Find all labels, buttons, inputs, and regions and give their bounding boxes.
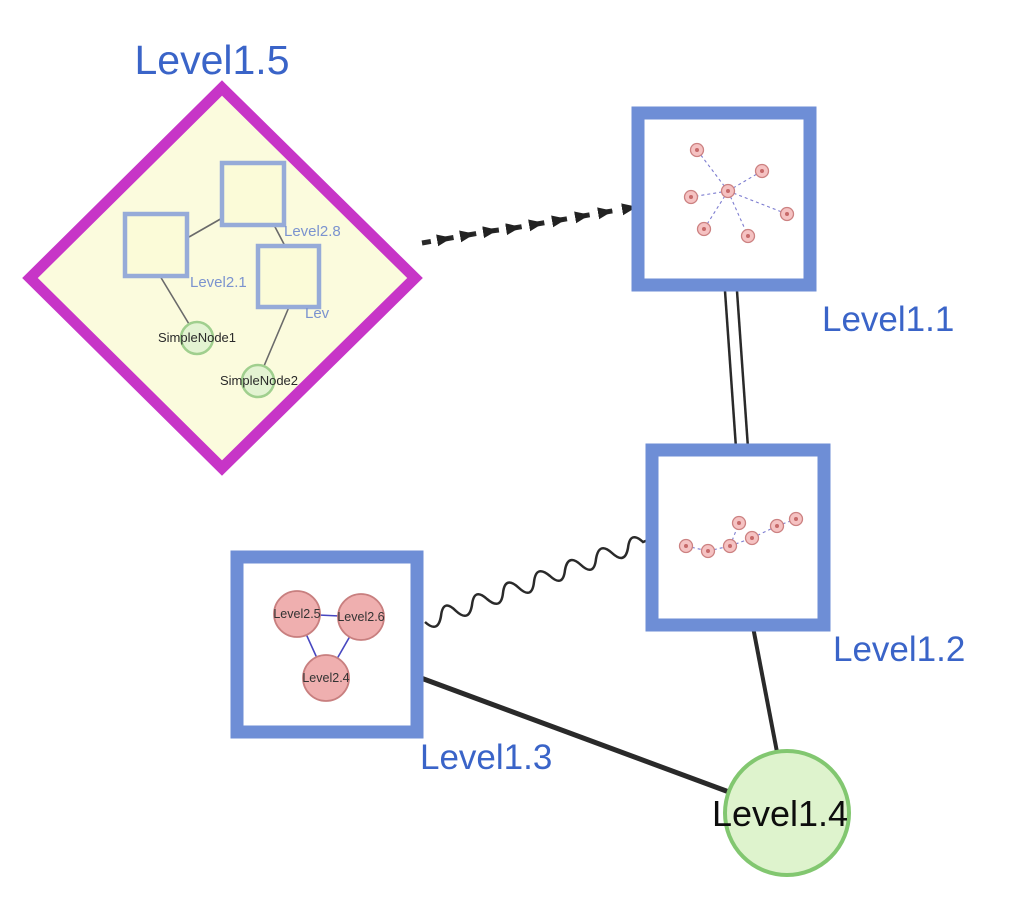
mini-node-dot (750, 536, 754, 540)
edge-level1_1-level1_2-double-a[interactable] (723, 290, 738, 449)
node-level2_6[interactable] (337, 593, 385, 641)
node-level1_3-group: Level2.5 Level2.6 Level2.4 Level1.3 (230, 550, 552, 777)
node-level2_8[interactable] (219, 160, 287, 228)
mini-node-dot (728, 544, 732, 548)
mini-edge[interactable] (751, 525, 778, 539)
node-level2_4-label: Level2.4 (302, 671, 349, 685)
node-level2_6-label: Level2.6 (337, 610, 384, 624)
mini-node-dot (794, 517, 798, 521)
node-level1_1[interactable] (631, 106, 817, 292)
mini-node-dot (689, 195, 693, 199)
node-level1_4-group: Level1.4 (712, 749, 851, 877)
node-level1_3[interactable] (230, 550, 424, 739)
node-simple_node1-label: SimpleNode1 (158, 330, 236, 345)
node-level1_2[interactable] (645, 443, 831, 632)
mini-node-dot (760, 169, 764, 173)
node-level1_5-group: Level2.8 Level2.1 Lev SimpleNode1 Simple… (22, 37, 423, 476)
edge-level1_3-level1_2-wavy[interactable] (424, 535, 649, 629)
mini-edge[interactable] (696, 149, 729, 192)
edge-level2_8-level2_x[interactable] (273, 224, 286, 247)
edge-level2_1-level2_8[interactable] (188, 216, 225, 238)
edge-level1_5-level1_1-dashed-arrow[interactable] (421, 203, 637, 247)
node-level2_8-label: Level2.8 (284, 223, 341, 240)
edge-level2_1-simple_node1[interactable] (159, 275, 190, 325)
edge-level1_2-level1_4[interactable] (751, 626, 779, 753)
mini-node-dot (702, 227, 706, 231)
edge-level1_3-level1_4[interactable] (420, 675, 730, 795)
edge-level1_1-level1_2-double-b[interactable] (735, 290, 750, 449)
mini-edge[interactable] (727, 190, 788, 215)
node-level1_5-label: Level1.5 (134, 37, 289, 83)
node-level1_3-label: Level1.3 (420, 738, 552, 777)
mini-node-dot (775, 524, 779, 528)
mini-edge[interactable] (727, 190, 749, 237)
node-level1_5-diamond[interactable] (22, 80, 423, 476)
mini-node-dot (737, 521, 741, 525)
node-simple_node1[interactable] (179, 320, 215, 356)
node-level2_x-label: Lev (305, 305, 330, 322)
mini-node-dot (695, 148, 699, 152)
node-level1_1-group: Level1.1 (631, 106, 954, 339)
mini-node-dot (785, 212, 789, 216)
node-level2_5[interactable] (273, 590, 321, 638)
mini-node-dot (684, 544, 688, 548)
node-level2_5-label: Level2.5 (273, 607, 320, 621)
node-level2_1-label: Level2.1 (190, 274, 247, 291)
node-level1_1-label: Level1.1 (822, 300, 954, 339)
mini-node-dot (726, 189, 730, 193)
node-level1_4-label: Level1.4 (712, 793, 848, 834)
mini-node-dot (746, 234, 750, 238)
node-simple_node2[interactable] (240, 363, 276, 399)
node-level2_x[interactable] (255, 243, 322, 310)
node-level2_4[interactable] (302, 654, 350, 702)
node-level1_2-group: Level1.2 (645, 443, 965, 669)
mini-node-dot (706, 549, 710, 553)
node-level2_1[interactable] (122, 211, 190, 279)
node-level1_2-label: Level1.2 (833, 630, 965, 669)
node-level1_4[interactable] (723, 749, 851, 877)
mini-edge[interactable] (703, 190, 729, 230)
node-simple_node2-label: SimpleNode2 (220, 373, 298, 388)
edge-level2_x-simple_node2[interactable] (263, 306, 290, 367)
